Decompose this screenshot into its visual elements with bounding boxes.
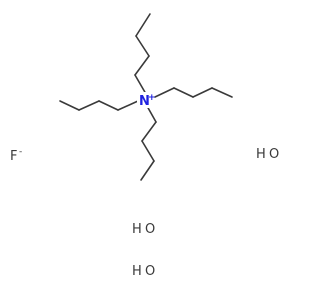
bond	[146, 105, 157, 123]
bond	[192, 87, 213, 98]
water-3-h: H	[132, 264, 142, 279]
butyl-chain-left	[59, 100, 139, 111]
fluoride-ion: F -	[10, 147, 22, 164]
nitrogen-charge: +	[148, 93, 156, 103]
butyl-chain-top	[134, 13, 151, 95]
bond	[98, 100, 119, 111]
water-molecule-2: H O	[132, 222, 155, 237]
bond	[59, 100, 80, 111]
bond	[78, 100, 100, 111]
bond	[117, 100, 139, 111]
water-molecule-1: H O	[256, 147, 279, 162]
bond	[140, 160, 155, 181]
water-2-o: O	[145, 222, 155, 237]
bond	[211, 87, 233, 98]
fluoride-charge: -	[19, 147, 22, 157]
bond	[134, 55, 150, 76]
water-1-o: O	[269, 147, 279, 162]
bond	[135, 35, 150, 57]
butyl-chain-right	[154, 87, 233, 98]
bond	[173, 87, 194, 98]
bond	[134, 74, 147, 95]
water-1-h: H	[256, 147, 266, 162]
bond	[141, 140, 155, 162]
bond	[141, 121, 157, 142]
nitrogen-atom: N +	[137, 92, 156, 109]
bond	[154, 87, 175, 98]
tetrabutylammonium-fluoride-trihydrate-structure: N + F - H O H O H O	[10, 13, 279, 279]
butyl-chain-bottom	[140, 105, 157, 181]
water-3-o: O	[145, 264, 155, 279]
water-molecule-3: H O	[132, 264, 155, 279]
fluoride-label: F	[10, 149, 17, 164]
water-2-h: H	[132, 222, 142, 237]
bond	[135, 13, 151, 37]
nitrogen-label: N	[139, 94, 150, 109]
